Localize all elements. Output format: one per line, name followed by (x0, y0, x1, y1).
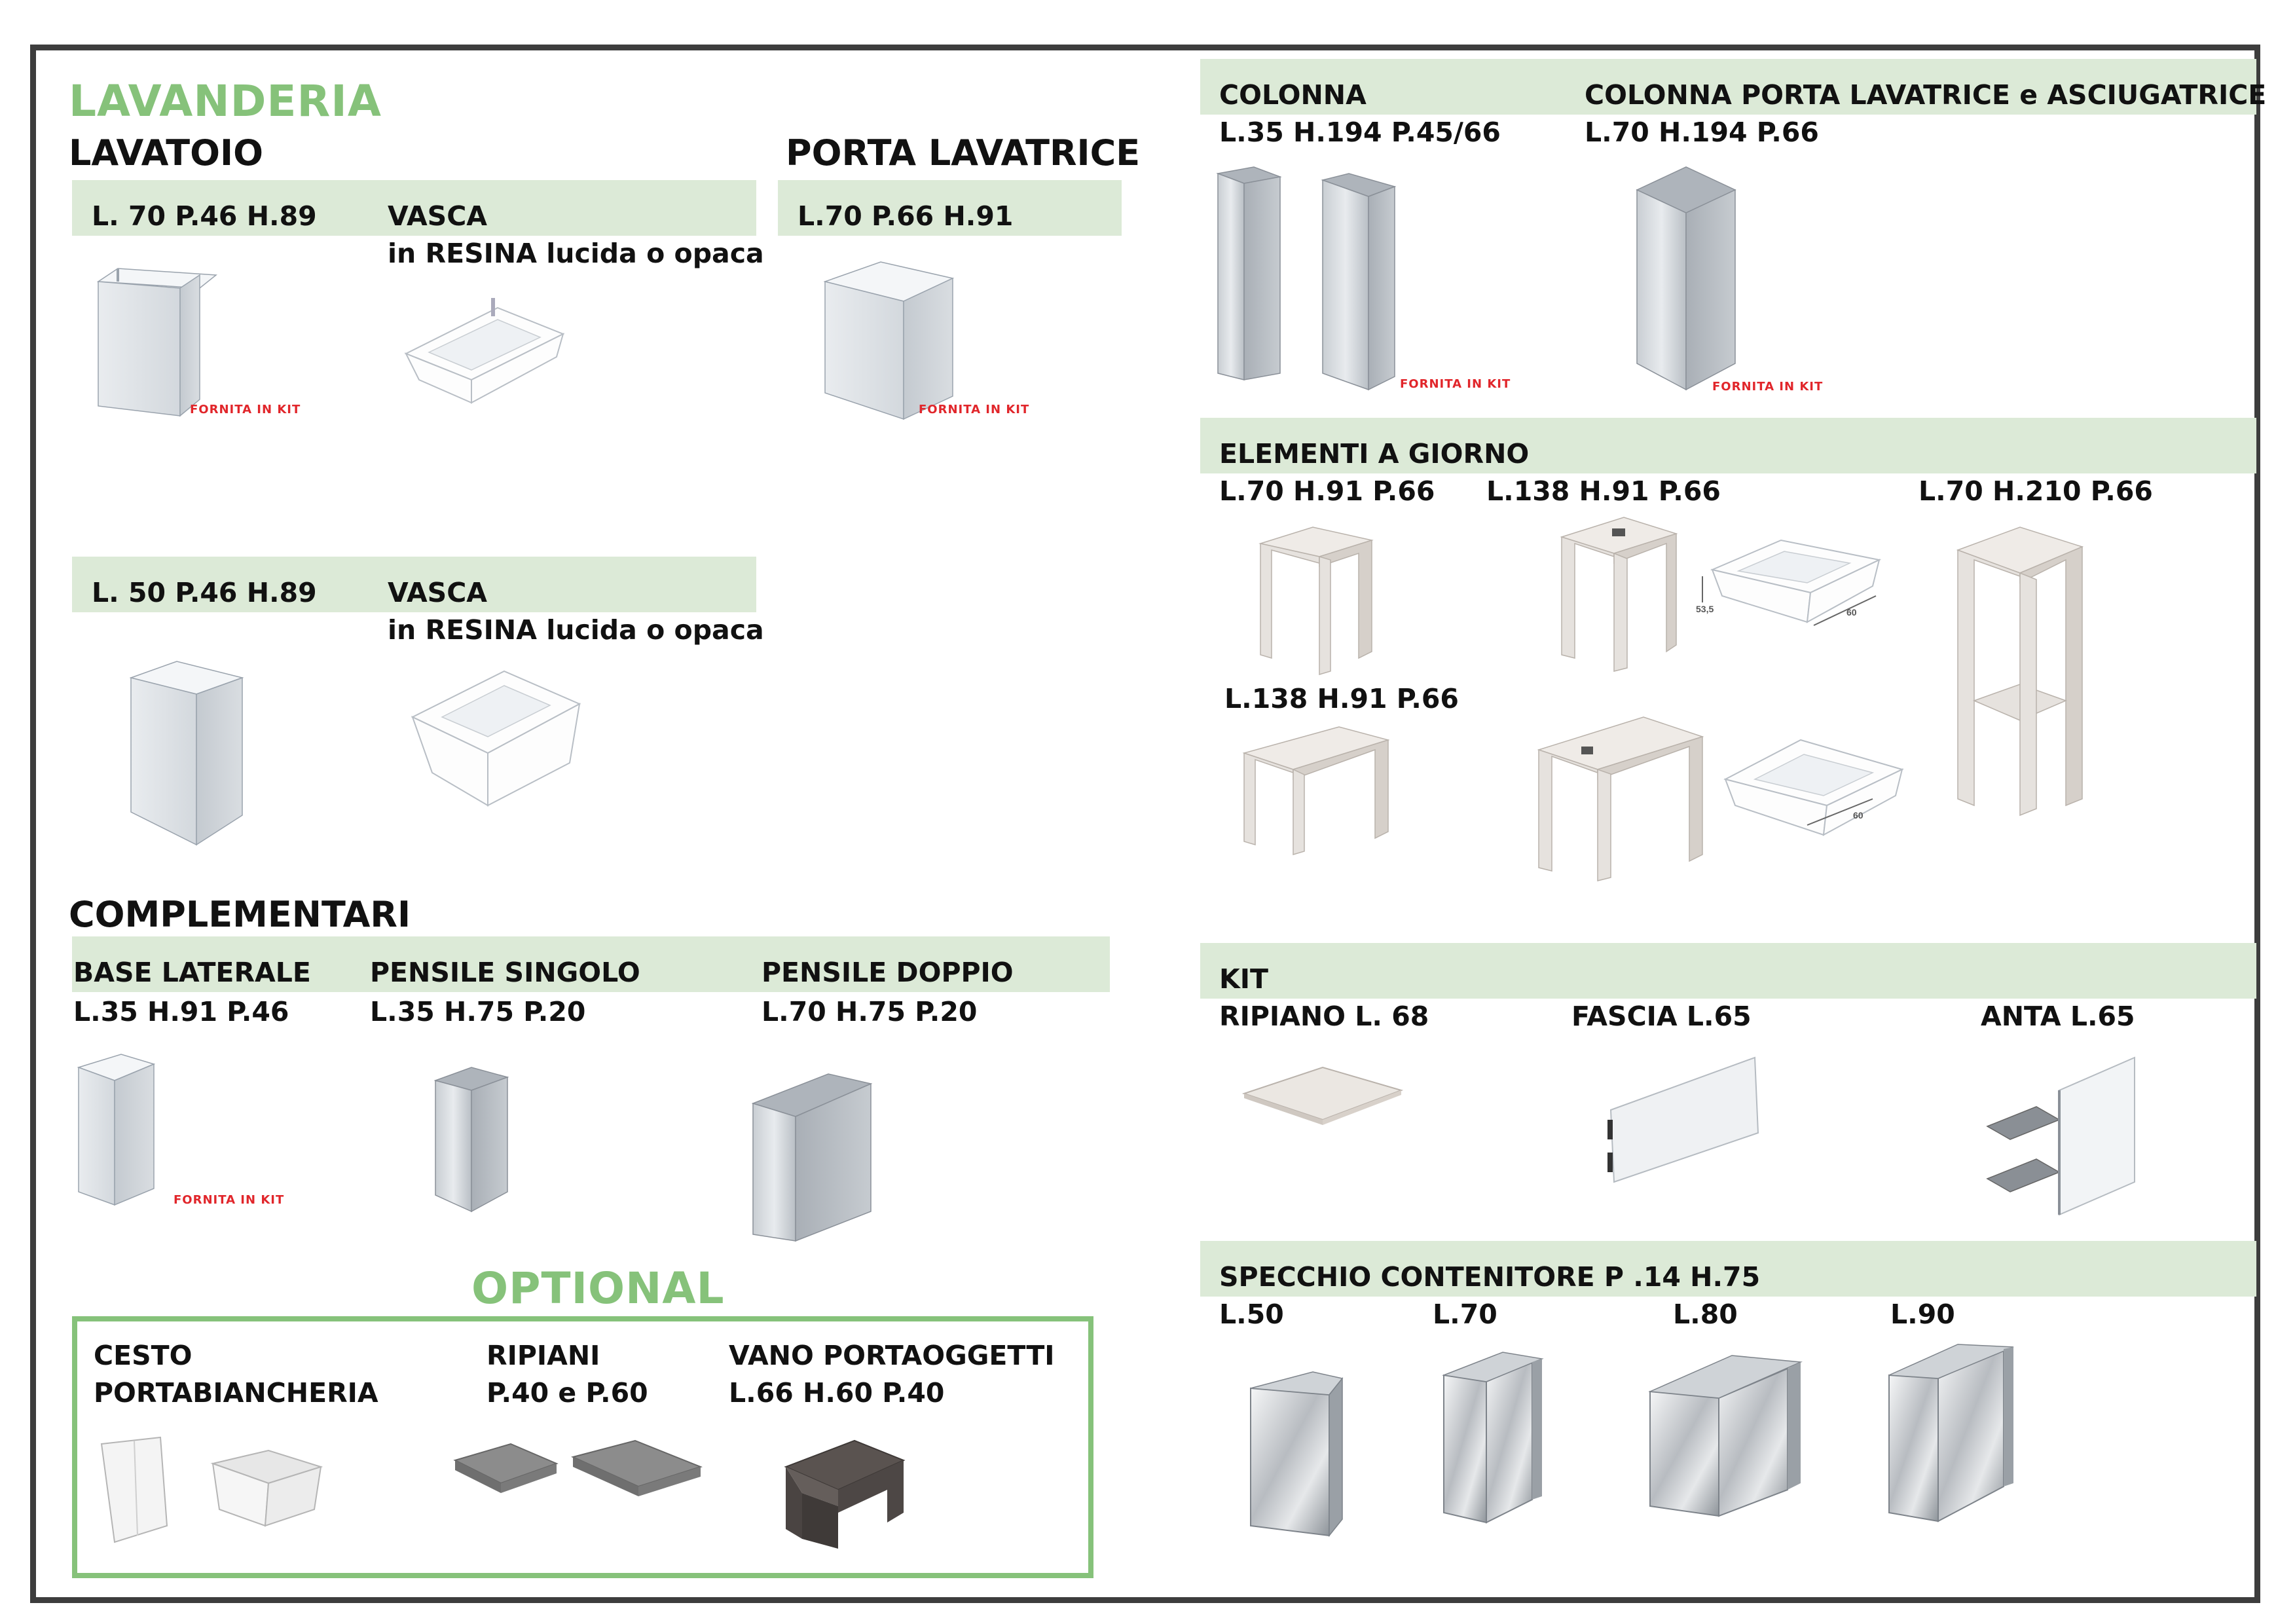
anta-image (1986, 1056, 2135, 1216)
ripiani-title: RIPIANI (487, 1340, 600, 1371)
ripiano-label: RIPIANO L. 68 (1219, 1001, 1429, 1032)
fascia-image (1607, 1056, 1759, 1183)
fascia-label: FASCIA L.65 (1571, 1001, 1752, 1032)
header-band-lavatoio-2 (72, 557, 756, 612)
vasca-2-subtitle: in RESINA lucida o opaca (388, 614, 764, 646)
vasca-1-title: VASCA (388, 200, 488, 232)
section-title-complementari: COMPLEMENTARI (69, 894, 411, 935)
lavatoio-50-image (129, 661, 244, 846)
kit-note-lavatoio: FORNITA IN KIT (190, 403, 301, 416)
vasca-2-image (411, 670, 581, 807)
cesto-subtitle: PORTABIANCHERIA (94, 1377, 378, 1409)
kit-note-colonna-porta: FORNITA IN KIT (1712, 380, 1824, 394)
elementi-3-dims: L.70 H.210 P.66 (1919, 475, 2153, 507)
header-band-specchio (1200, 1241, 2256, 1297)
elemento-138-c-image (1537, 716, 1704, 881)
specchio-size-50: L.50 (1219, 1299, 1284, 1330)
porta-lavatrice-dims: L.70 P.66 H.91 (798, 200, 1014, 232)
cesto-image (100, 1436, 323, 1543)
sink-1-dim-b: 60 (1846, 607, 1857, 618)
header-band-porta-lavatrice (778, 180, 1122, 236)
specchio-90-image (1888, 1344, 2014, 1522)
header-band-kit (1200, 943, 2256, 999)
colonna-porta-dims: L.70 H.194 P.66 (1585, 117, 1819, 148)
vano-portaoggetti-image (784, 1439, 906, 1549)
header-band-complementari (72, 936, 1110, 992)
elementi-1-dims: L.70 H.91 P.66 (1219, 475, 1435, 507)
ripiani-image (453, 1439, 703, 1496)
ripiani-subtitle: P.40 e P.60 (487, 1377, 648, 1409)
anta-label: ANTA L.65 (1981, 1001, 2135, 1032)
optional-box (72, 1316, 1093, 1578)
sink-2-image: 60 (1723, 739, 1904, 836)
colonna-66-image (1321, 173, 1397, 391)
section-title-lavatoio: LAVATOIO (69, 132, 263, 174)
ripiano-image (1241, 1066, 1404, 1125)
pensile-doppio-title: PENSILE DOPPIO (762, 957, 1014, 988)
kit-note-porta-lavatrice: FORNITA IN KIT (919, 403, 1030, 416)
vasca-2-title: VASCA (388, 577, 488, 608)
colonna-porta-lavatrice-image (1636, 166, 1736, 391)
sink-1-image: 53,5 60 (1696, 539, 1882, 626)
header-band-colonna (1200, 59, 2256, 115)
page-frame (30, 45, 2260, 1603)
elemento-210-image (1956, 526, 2084, 817)
colonna-45-image (1216, 166, 1282, 380)
vasca-1-image (404, 298, 565, 404)
elementi-title: ELEMENTI A GIORNO (1219, 438, 1530, 470)
elemento-138-b-image (1242, 726, 1390, 856)
pensile-singolo-title: PENSILE SINGOLO (370, 957, 640, 988)
specchio-50-image (1250, 1371, 1344, 1538)
pensile-doppio-image (751, 1073, 873, 1242)
lavatoio-70-image (96, 268, 217, 417)
pensile-singolo-dims: L.35 H.75 P.20 (370, 996, 586, 1027)
specchio-size-90: L.90 (1890, 1299, 1955, 1330)
elementi-4-dims: L.138 H.91 P.66 (1224, 683, 1459, 714)
specchio-80-image (1648, 1355, 1803, 1517)
colonna-dims: L.35 H.194 P.45/66 (1219, 117, 1501, 148)
porta-lavatrice-image (823, 261, 955, 420)
section-title-lavanderia: LAVANDERIA (69, 76, 382, 126)
header-band-lavatoio-1 (72, 180, 756, 236)
colonna-porta-title: COLONNA PORTA LAVATRICE e ASCIUGATRICE (1585, 79, 2267, 111)
base-laterale-image (77, 1054, 156, 1206)
vano-subtitle: L.66 H.60 P.40 (729, 1377, 945, 1409)
lavatoio-1-dims: L. 70 P.46 H.89 (92, 200, 317, 232)
specchio-size-70: L.70 (1433, 1299, 1497, 1330)
specchio-size-80: L.80 (1673, 1299, 1738, 1330)
base-laterale-dims: L.35 H.91 P.46 (73, 996, 289, 1027)
sink-1-dim-a: 53,5 (1696, 604, 1714, 614)
elementi-2-dims: L.138 H.91 P.66 (1486, 475, 1721, 507)
sink-2-dim: 60 (1853, 810, 1864, 821)
kit-note-base-laterale: FORNITA IN KIT (174, 1193, 285, 1207)
pensile-singolo-image (433, 1067, 509, 1213)
elemento-70-image (1258, 526, 1374, 676)
lavatoio-2-dims: L. 50 P.46 H.89 (92, 577, 317, 608)
specchio-70-image (1442, 1352, 1544, 1524)
pensile-doppio-dims: L.70 H.75 P.20 (762, 996, 978, 1027)
header-band-elementi (1200, 418, 2256, 473)
cesto-title: CESTO (94, 1340, 193, 1371)
elemento-138-image (1560, 517, 1678, 672)
vano-title: VANO PORTAOGGETTI (729, 1340, 1055, 1371)
base-laterale-title: BASE LATERALE (73, 957, 311, 988)
kit-title: KIT (1219, 963, 1268, 995)
section-title-porta-lavatrice: PORTA LAVATRICE (786, 132, 1141, 174)
colonna-title: COLONNA (1219, 79, 1367, 111)
vasca-1-subtitle: in RESINA lucida o opaca (388, 238, 764, 269)
specchio-title: SPECCHIO CONTENITORE P .14 H.75 (1219, 1261, 1761, 1293)
kit-note-colonna: FORNITA IN KIT (1400, 377, 1511, 391)
section-title-optional: OPTIONAL (471, 1263, 725, 1314)
